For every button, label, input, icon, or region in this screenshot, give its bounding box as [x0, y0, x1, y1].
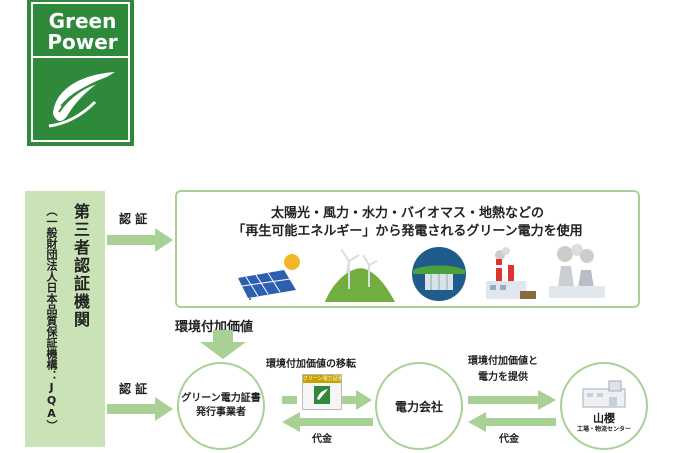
company-name: 山櫻: [592, 411, 615, 425]
issuer-label-1: グリーン電力証書: [181, 393, 261, 404]
company-sub: 工場・物流センター: [576, 425, 631, 433]
env-value-label: 環境付加価値: [175, 320, 254, 335]
issuer-power-arrows: [282, 390, 373, 432]
power-company-node: 電力会社: [375, 362, 463, 450]
logo-text-power: Power: [47, 30, 118, 54]
certifier-title: 第三者認証機関: [71, 203, 90, 329]
provide-label: 環境付加価値と 電力を提供: [468, 354, 538, 386]
renewable-energy-box: 太陽光・風力・水力・バイオマス・地熱などの 「再生可能エネルギー」から発電される…: [175, 190, 640, 308]
leaf-swoosh-icon: [48, 72, 115, 128]
payment-label-right: 代金: [499, 434, 519, 445]
certifier-box: 第三者認証機関 （一般財団法人日本品質保証機構：JQA）: [25, 191, 105, 447]
certify-arrow-bottom: [107, 397, 173, 421]
payment-label-left: 代金: [312, 434, 332, 445]
issuer-label-2: 発行事業者: [196, 407, 246, 418]
issuer-node: グリーン電力証書 発行事業者: [177, 362, 265, 450]
hydro-dam-icon: [412, 247, 466, 301]
power-company-label: 電力会社: [394, 399, 443, 414]
certificate-leaf-icon: [314, 386, 330, 404]
certificate-badge-title: グリーン電力証書: [303, 375, 341, 383]
certify-label-top: 認 証: [119, 212, 148, 226]
transfer-label: 環境付加価値の移転: [266, 359, 356, 370]
provide-label-1: 環境付加価値と: [468, 356, 538, 367]
renewable-line-2: 「再生可能エネルギー」から発電されるグリーン電力を使用: [232, 224, 583, 239]
provide-label-2: 電力を提供: [478, 372, 528, 383]
solar-panel-icon: [238, 254, 300, 300]
green-power-logo: Green Power: [27, 0, 134, 146]
logo-divider: [33, 56, 128, 58]
biomass-plant-icon: [486, 247, 536, 299]
company-node: 山櫻 工場・物流センター: [560, 362, 648, 450]
logo-text-green: Green: [48, 9, 117, 33]
renewable-line-1: 太陽光・風力・水力・バイオマス・地熱などの: [270, 206, 544, 221]
certify-arrow-top: [107, 228, 173, 252]
wind-turbine-icon: [325, 248, 395, 302]
certify-label-bottom: 認 証: [119, 382, 148, 396]
geothermal-plant-icon: [549, 244, 605, 298]
certifier-subtitle: （一般財団法人日本品質保証機構：JQA）: [45, 205, 58, 431]
env-value-down-arrow: [200, 330, 246, 359]
factory-building-icon: [582, 380, 626, 407]
power-company-arrows: [468, 390, 556, 432]
certificate-badge: グリーン電力証書: [302, 374, 342, 410]
